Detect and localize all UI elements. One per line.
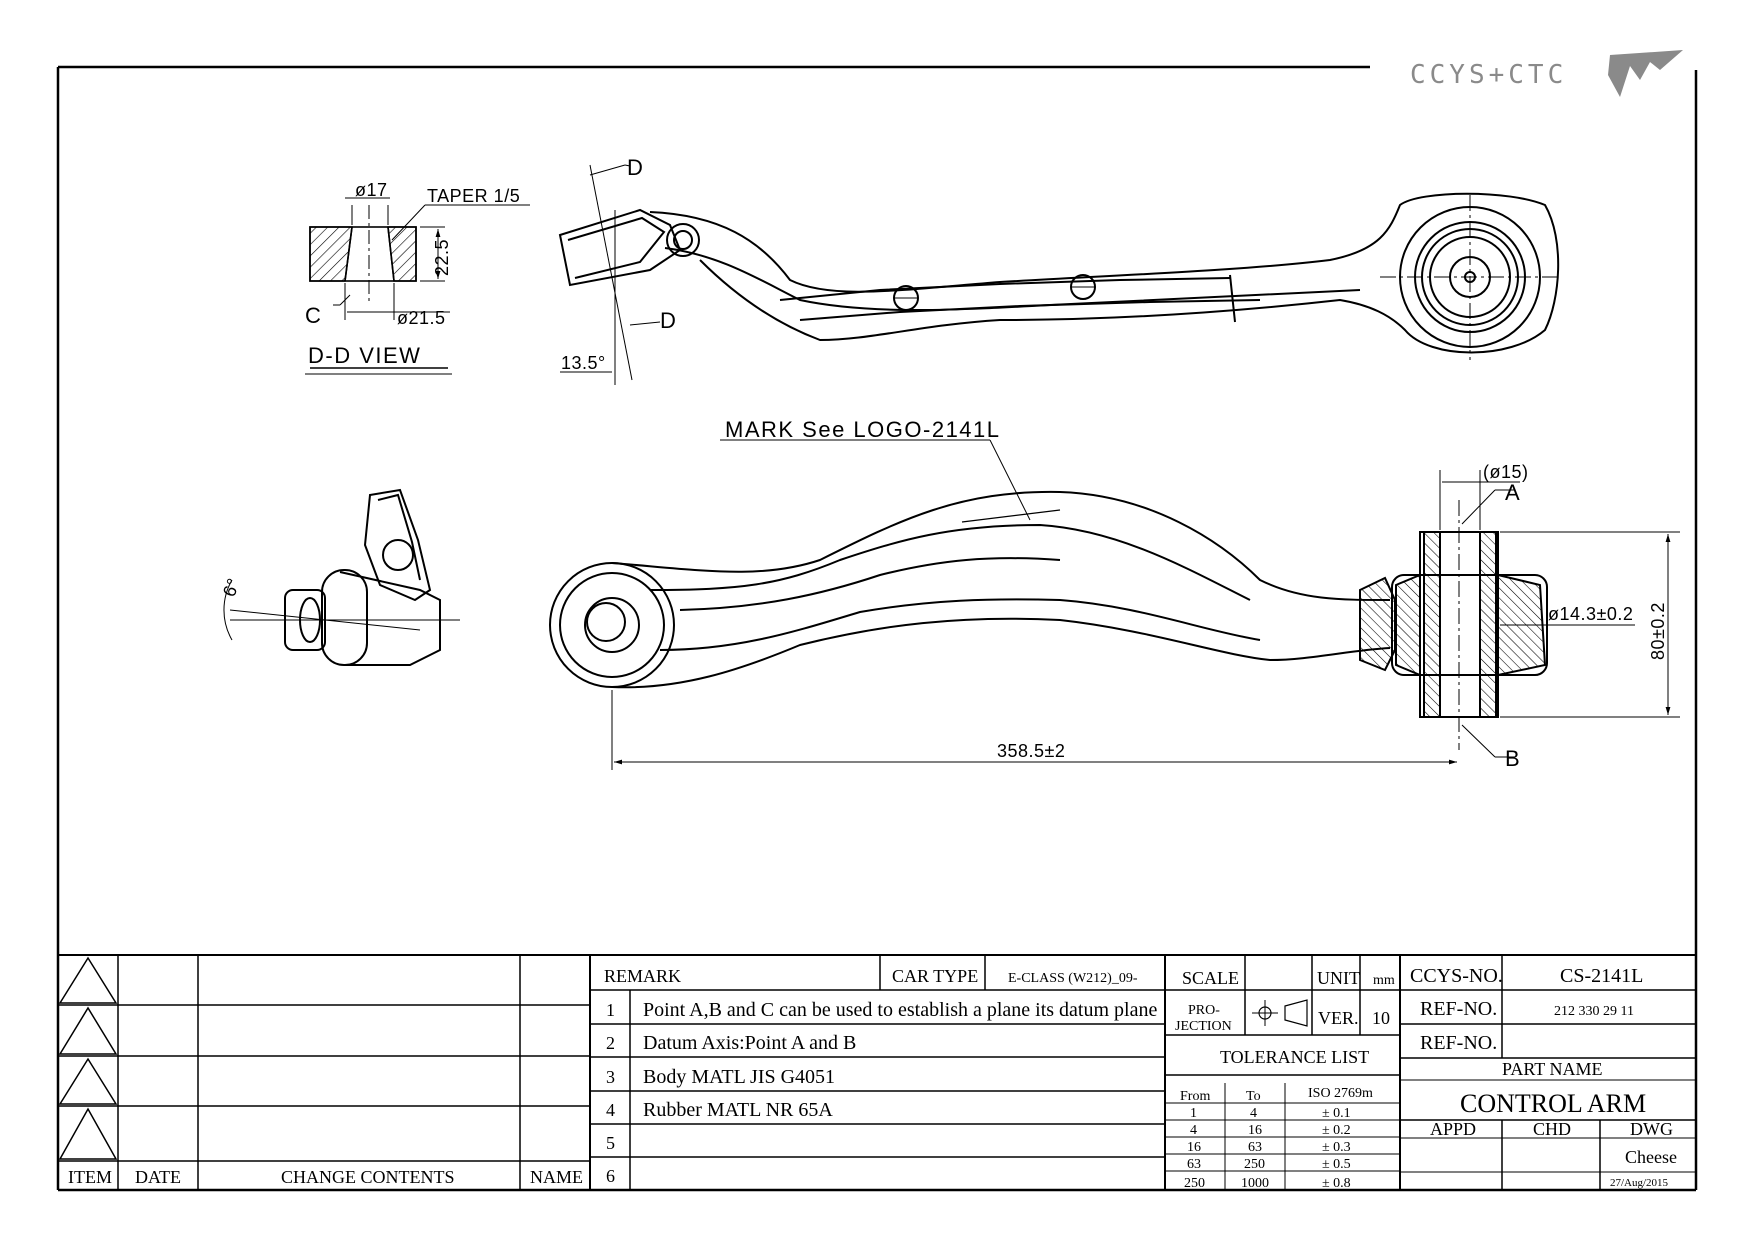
tol-header-to: To (1246, 1089, 1261, 1104)
appd-label: APPD (1430, 1119, 1476, 1139)
point-a-label: A (1505, 480, 1521, 505)
remark-text: Body MATL JIS G4051 (643, 1066, 835, 1088)
front-view-drawing (549, 490, 1391, 689)
ver-label: VER. (1318, 1008, 1359, 1028)
dwg-label: DWG (1630, 1119, 1673, 1139)
ref-no-label-2: REF-NO. (1420, 1032, 1497, 1054)
tol-to: 4 (1250, 1106, 1257, 1121)
remark-text: Point A,B and C can be used to establish… (643, 999, 1157, 1021)
tol-to: 63 (1248, 1140, 1262, 1155)
remark-no: 1 (606, 1000, 615, 1020)
tol-value: ± 0.2 (1322, 1123, 1351, 1138)
part-name: CONTROL ARM (1460, 1089, 1646, 1118)
tolerance-title: TOLERANCE LIST (1220, 1047, 1369, 1067)
tol-to: 250 (1244, 1157, 1265, 1172)
tol-from: 4 (1190, 1123, 1197, 1138)
title-block-grid (58, 954, 1696, 1190)
rev-header-item: ITEM (68, 1167, 112, 1187)
bush-dia: (ø15) (1483, 462, 1529, 482)
remark-no: 5 (606, 1133, 615, 1153)
remark-no: 4 (606, 1100, 615, 1120)
inner-dia: ø14.3±0.2 (1548, 604, 1633, 624)
overall-length: 358.5±2 (997, 741, 1065, 761)
remark-no: 3 (606, 1067, 615, 1087)
tol-from: 63 (1187, 1157, 1201, 1172)
side-view-angle: 6° (219, 575, 244, 599)
drawing-date: 27/Aug/2015 (1610, 1177, 1669, 1189)
tol-from: 1 (1190, 1106, 1197, 1121)
tol-value: ± 0.5 (1322, 1157, 1351, 1172)
dd-height: 22.5 (432, 239, 452, 276)
dd-view-title: D-D VIEW (308, 343, 421, 368)
tol-to: 16 (1248, 1123, 1262, 1138)
sheet-border (56, 65, 1698, 1192)
point-c-label: C (305, 303, 322, 328)
remark-no: 2 (606, 1033, 615, 1053)
mark-note: MARK See LOGO-2141L (725, 417, 1001, 442)
tol-header-std: ISO 2769m (1308, 1086, 1373, 1101)
tol-from: 16 (1187, 1140, 1201, 1155)
ver-value: 10 (1372, 1008, 1390, 1028)
section-mark-bottom: D (660, 308, 677, 333)
chd-label: CHD (1533, 1119, 1571, 1139)
bush-height: 80±0.2 (1648, 602, 1668, 660)
dd-dia-bottom: ø21.5 (397, 308, 446, 328)
ref-no-value-1: 212 330 29 11 (1554, 1004, 1634, 1019)
tol-header-from: From (1180, 1089, 1210, 1104)
unit-value: mm (1373, 973, 1395, 988)
drawer-name: Cheese (1625, 1147, 1677, 1167)
tolerance-rows: 1 4 ± 0.1 4 16 ± 0.2 16 63 ± 0.3 63 250 … (1184, 1106, 1351, 1191)
front-view-dimensions (611, 439, 1680, 770)
remark-text: Rubber MATL NR 65A (643, 1099, 833, 1121)
rev-header-name: NAME (530, 1167, 583, 1187)
remark-rows: 1 Point A,B and C can be used to establi… (606, 999, 1157, 1186)
company-logo: CCYS+CTC (1410, 50, 1683, 97)
remark-text: Datum Axis:Point A and B (643, 1032, 856, 1054)
remark-no: 6 (606, 1166, 615, 1186)
top-view-angle: 13.5° (561, 353, 606, 373)
taper-note: TAPER 1/5 (427, 186, 520, 206)
tol-value: ± 0.8 (1322, 1176, 1351, 1191)
projection-label-2: JECTION (1175, 1019, 1232, 1034)
side-view-angle-arc (223, 579, 233, 641)
dd-section-view (305, 197, 530, 375)
remark-header: REMARK (604, 966, 681, 986)
tol-to: 1000 (1241, 1176, 1269, 1191)
ccys-no-value: CS-2141L (1560, 965, 1643, 987)
ccys-no-label: CCYS-NO. (1410, 965, 1503, 987)
dd-dia-top: ø17 (355, 180, 388, 200)
logo-text: CCYS+CTC (1410, 60, 1567, 90)
unit-label: UNIT (1317, 968, 1360, 988)
tol-value: ± 0.1 (1322, 1106, 1351, 1121)
section-mark-top: D (627, 155, 644, 180)
rev-header-change: CHANGE CONTENTS (281, 1167, 455, 1187)
rev-header-date: DATE (135, 1167, 181, 1187)
car-type-label: CAR TYPE (892, 966, 978, 986)
tol-value: ± 0.3 (1322, 1140, 1351, 1155)
part-name-label: PART NAME (1502, 1059, 1602, 1079)
car-type-value: E-CLASS (W212)_09- (1008, 971, 1138, 986)
top-view-drawing (558, 192, 1560, 354)
projection-label-1: PRO- (1188, 1003, 1220, 1018)
side-view-drawing (229, 488, 460, 666)
tol-from: 250 (1184, 1176, 1205, 1191)
top-view-centerlines (560, 164, 1560, 385)
scale-label: SCALE (1182, 968, 1239, 988)
ref-no-label-1: REF-NO. (1420, 998, 1497, 1020)
point-b-label: B (1505, 746, 1521, 771)
